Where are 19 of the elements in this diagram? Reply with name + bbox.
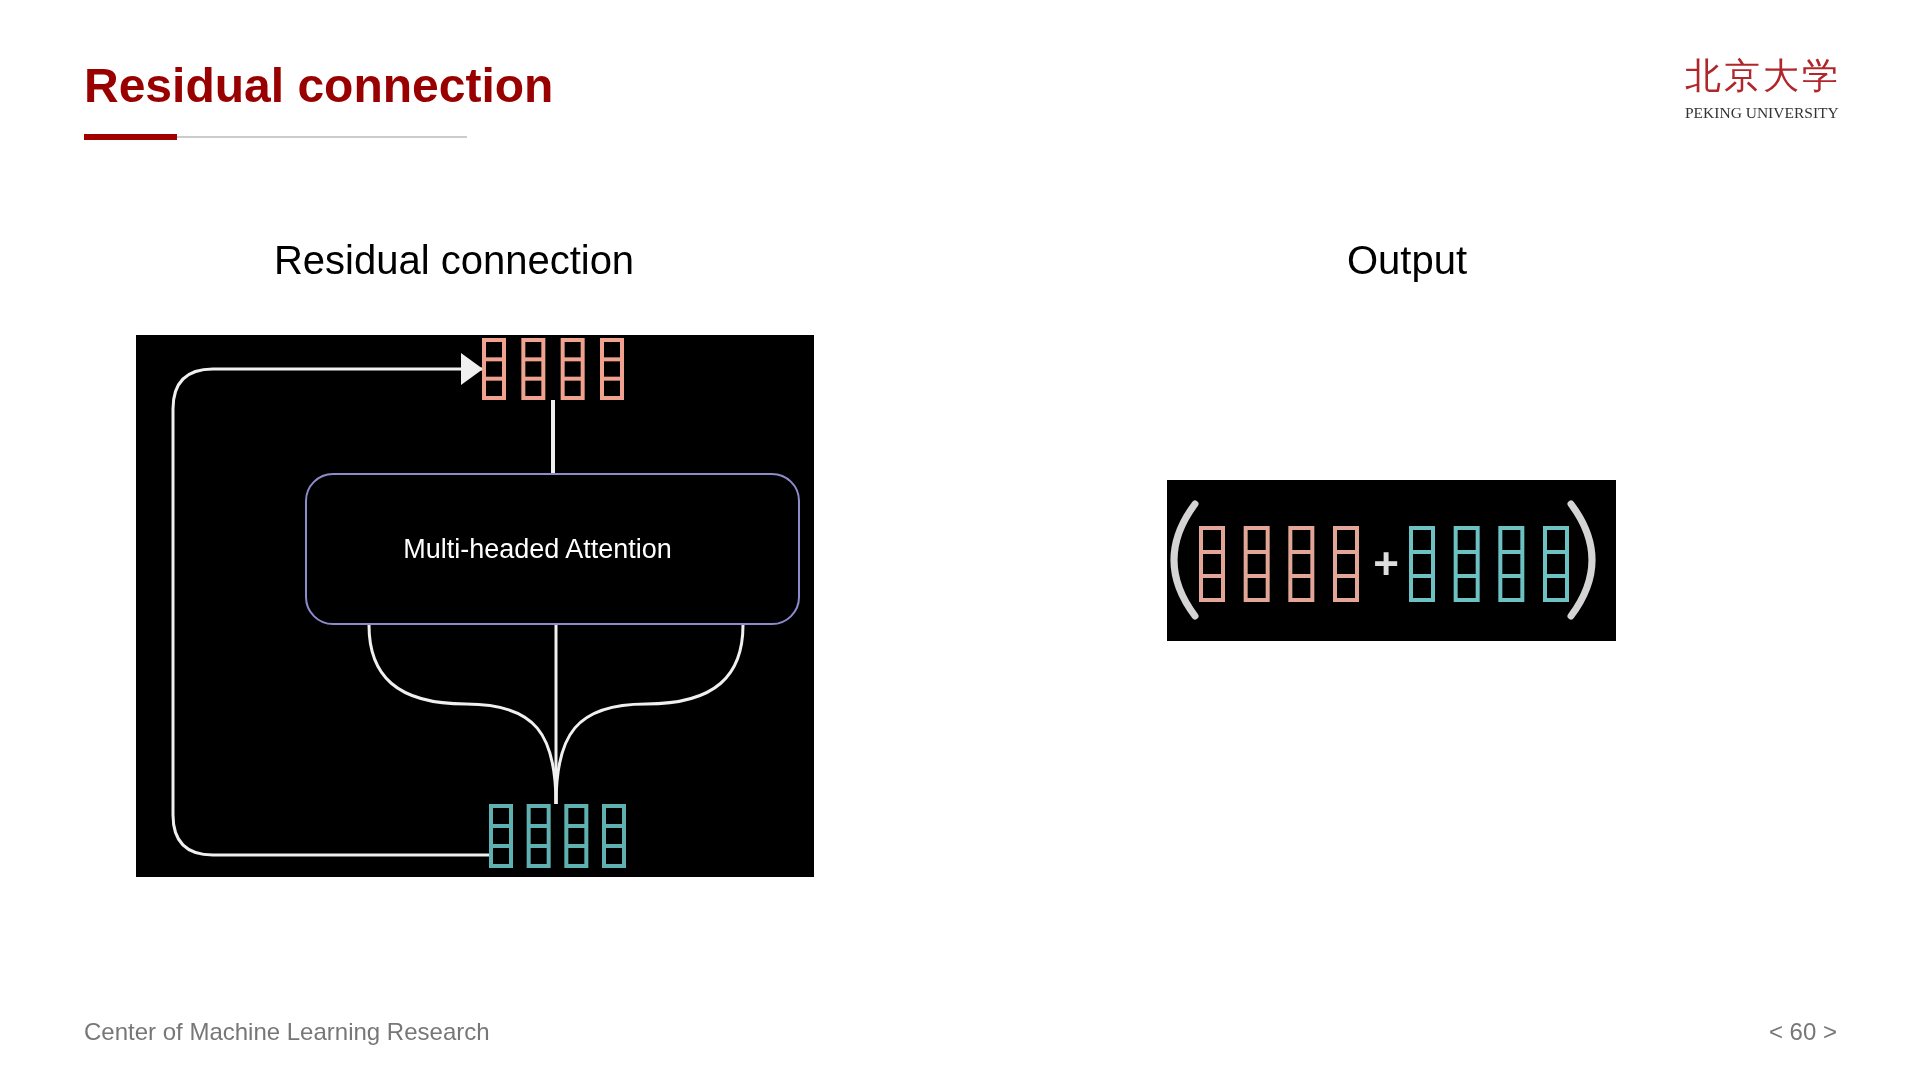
output-vector-grid	[482, 338, 624, 400]
arrow	[171, 353, 489, 857]
process-box	[305, 473, 800, 625]
vector-grid	[1409, 526, 1569, 602]
box-label: Multi-headed Attention	[403, 533, 672, 565]
connector-line	[554, 624, 745, 805]
input-vector-grid	[489, 804, 626, 868]
university-name-english: PEKING UNIVERSITY	[1685, 105, 1839, 121]
panel-heading: Residual connection	[273, 240, 635, 280]
plus-sign: +	[1373, 542, 1399, 586]
connector-line	[551, 400, 555, 473]
panel-heading: Output	[1346, 240, 1468, 280]
connector-line	[554, 625, 558, 804]
vector-grid	[1199, 526, 1359, 602]
connector-line	[367, 624, 558, 805]
university-name: 北京大学	[1685, 56, 1841, 96]
slide-title: Residual connection	[84, 62, 554, 110]
page-number: < 60 >	[1768, 1020, 1837, 1044]
footer-text: Center of Machine Learning Research	[84, 1020, 490, 1044]
